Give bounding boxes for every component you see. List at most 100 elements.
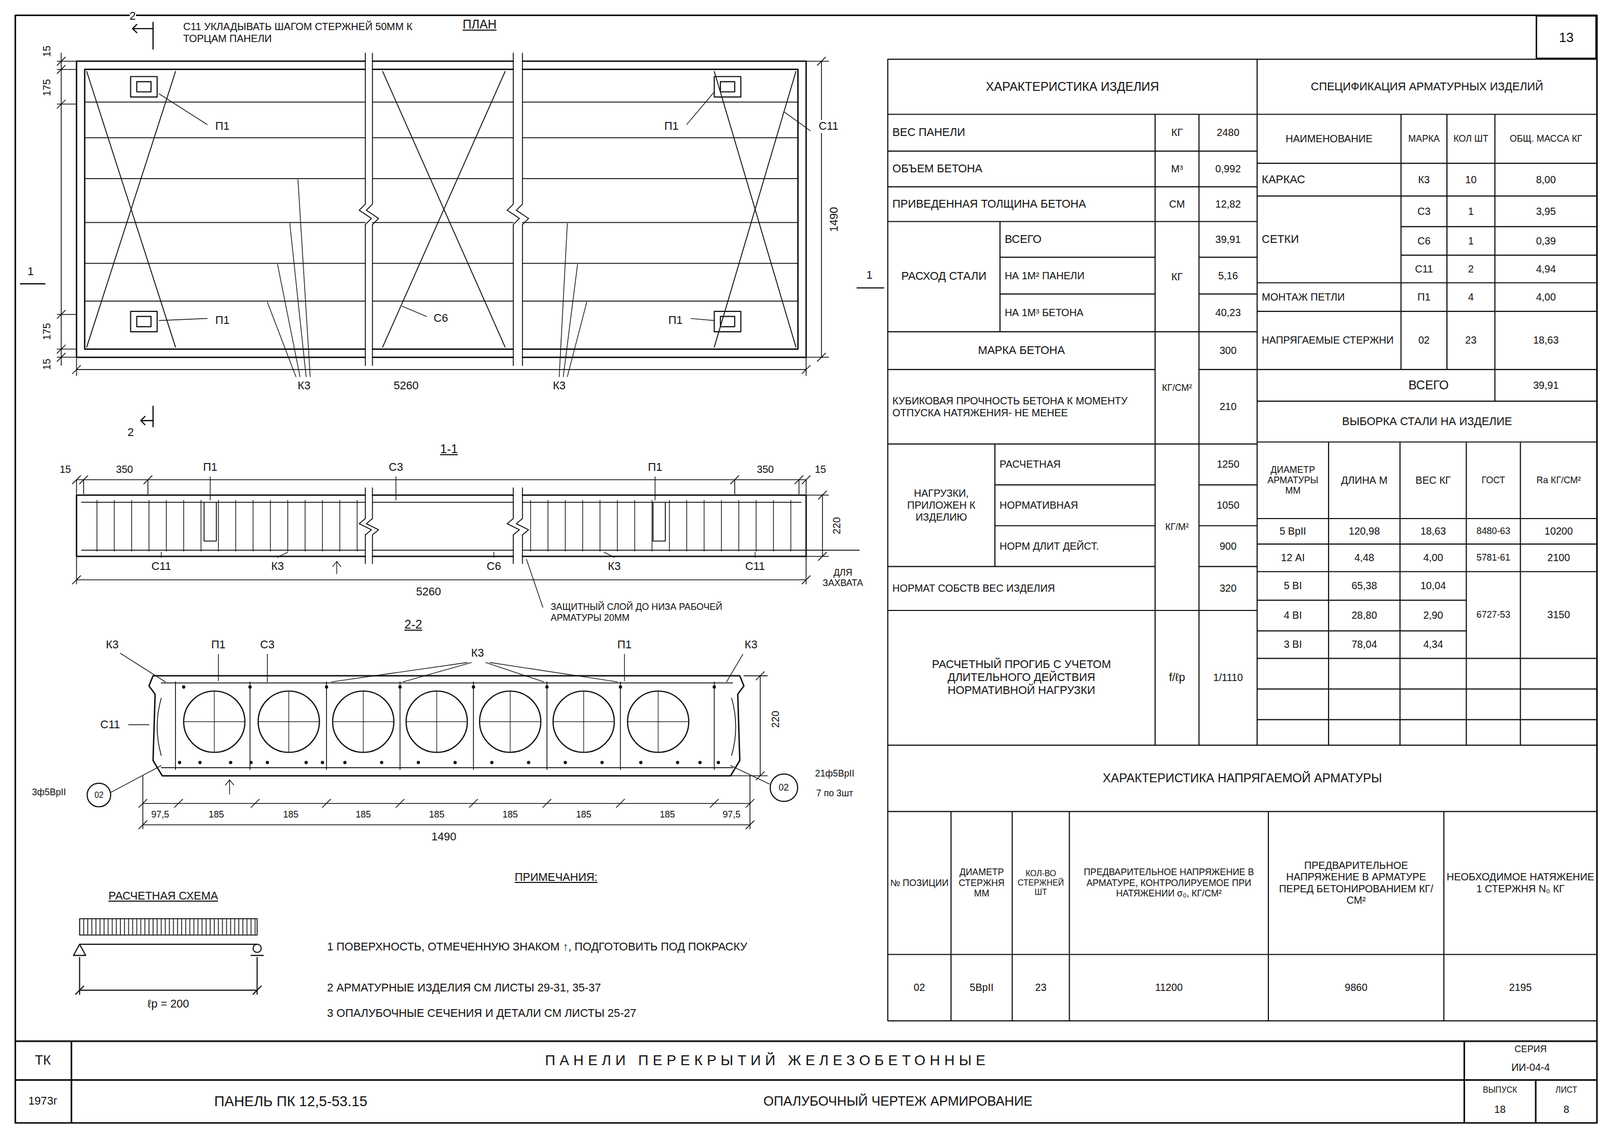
table-cell-text: 3 ВI [1283, 638, 1303, 651]
table-cell-text-box: НА 1М² ПАНЕЛИ [1004, 257, 1154, 293]
table-cell-text: 5 ВI [1283, 579, 1303, 592]
drawing-label-box: С11 [738, 558, 773, 575]
table-cell-text: ХАРАКТЕРИСТИКА ИЗДЕЛИЯ [986, 79, 1160, 94]
table-cell-text-box: 4,00 [1496, 283, 1596, 311]
drawing-label: 220 [830, 516, 843, 535]
title-block-text: 1973г [28, 1094, 58, 1108]
table-cell-text: 18,63 [1420, 525, 1446, 538]
table-cell-text: П1 [1417, 291, 1431, 304]
drawing-label: 185 [283, 809, 299, 820]
table-cell-text-box: ХАРАКТЕРИСТИКА ИЗДЕЛИЯ [895, 65, 1250, 109]
drawing-label-box: 175 [39, 315, 54, 349]
load-scheme [73, 944, 264, 994]
drawing-label: К3 [744, 638, 758, 652]
table-cell-text-box: С11 [1402, 256, 1446, 282]
table-cell-text: 3150 [1547, 608, 1570, 621]
drawing-label-box: 220 [768, 700, 783, 739]
drawing-label-box: 97,5 [715, 807, 748, 822]
section-1-breaks [359, 487, 529, 564]
drawing-label-box: К3 [546, 377, 572, 394]
drawing-label: 185 [659, 809, 676, 820]
table-cell-text: 9860 [1344, 981, 1368, 994]
table-cell-text: ПРЕДВАРИТЕЛЬНОЕ НАПРЯЖЕНИЕ В АРМАТУРЕ ПЕ… [1269, 859, 1443, 907]
drawing-label-box: С11 [93, 716, 128, 733]
table-cell-text-box: КГ [1156, 115, 1198, 150]
table-cell-text-box: 210 [1200, 370, 1256, 444]
table-cell-text-box: 10200 [1522, 519, 1596, 543]
table-cell-text: МАРКА [1408, 133, 1440, 144]
section-marks [20, 22, 884, 427]
drawing-label: 175 [40, 323, 53, 341]
table-cell-text: 2195 [1509, 981, 1533, 994]
table-cell-text: ГОСТ [1481, 474, 1506, 486]
title-block-text-box: СЕРИЯ [1470, 1042, 1591, 1057]
title-block-text-box: ИИ-04-4 [1470, 1059, 1591, 1076]
drawing-label-box: К3 [601, 558, 627, 575]
table-cell-text: 4,00 [1536, 291, 1556, 304]
section-1-stirrups [97, 500, 791, 552]
section-2-frames [175, 681, 715, 770]
drawing-label-box: 1 [863, 267, 875, 284]
table-cell-text-box: 2100 [1522, 544, 1596, 571]
table-cell-text: f/ℓр [1168, 671, 1185, 685]
section-1-leaders [161, 476, 756, 608]
table-cell-text-box: 5ВрII [952, 954, 1011, 1020]
table-cell-text-box: 4,48 [1330, 544, 1399, 571]
table-cell-text: 3,95 [1536, 205, 1556, 218]
drawing-label: С11 [151, 559, 172, 573]
drawing-label-box: 1 [24, 263, 37, 280]
table-cell-text: ПРЕДВАРИТЕЛЬНОЕ НАПРЯЖЕНИЕ В АРМАТУРЕ, К… [1071, 866, 1267, 899]
drawing-label-box: П1 [658, 118, 685, 135]
table-cell-text: С3 [1417, 205, 1431, 218]
drawing-label-box: 15 [39, 39, 54, 63]
title-block-text-box: ПАНЕЛЬ ПК 12,5-53.15 [139, 1084, 443, 1118]
drawing-label-box: К3 [465, 645, 491, 662]
table-cell-text: 5 ВрII [1279, 525, 1306, 538]
table-cell-text: СМ [1169, 198, 1185, 211]
drawing-label-box: 220 [829, 506, 844, 545]
drawing-label: 1490 [431, 830, 457, 844]
title-block-text: ОПАЛУБОЧНЫЙ ЧЕРТЕЖ АРМИРОВАНИЕ [763, 1093, 1033, 1109]
table-cell-text-box: НАИМЕНОВАНИЕ [1258, 115, 1400, 162]
table-cell-text: ВЕС КГ [1415, 474, 1452, 487]
table-cell-text: НОРМ ДЛИТ ДЕЙСТ. [999, 540, 1099, 553]
frame-bars [84, 102, 798, 302]
title-block-text: ИИ-04-4 [1511, 1061, 1550, 1074]
title-block-text-box: 1973г [18, 1086, 67, 1116]
table-cell-text: НА 1М² ПАНЕЛИ [1004, 269, 1085, 282]
table-cell-text-box: НА 1М³ БЕТОНА [1004, 294, 1154, 331]
table-cell-text: 900 [1219, 540, 1237, 553]
drawing-label-box: П1 [662, 312, 689, 329]
drawing-label: П1 [648, 460, 663, 474]
drawing-label-box: 185 [199, 807, 234, 822]
sheet-title-box: ПАНЕЛИ ПЕРЕКРЫТИЙ ЖЕЛЕЗОБЕТОННЫЕ [105, 1043, 1430, 1077]
table-cell-text: НАПРЯГАЕМЫЕ СТЕРЖНИ [1261, 334, 1394, 347]
table-cell-text: НА 1М³ БЕТОНА [1004, 306, 1084, 319]
drawing-label-box: РАСЧЕТНАЯ СХЕМА [75, 886, 252, 906]
drawing-label: ПРИМЕЧАНИЯ: [514, 870, 598, 884]
title-block-text-box: ЛИСТ [1539, 1082, 1594, 1097]
table-cell-text-box: ДЛИНА М [1330, 442, 1399, 517]
table-cell-text: 5781-61 [1476, 552, 1511, 563]
table-cell-text: ДЛИНА М [1341, 474, 1388, 487]
table-cell-text-box: f/ℓр [1156, 611, 1198, 745]
section-1-bars [81, 502, 859, 551]
table-cell-text-box: 11200 [1071, 954, 1267, 1020]
drawing-label-box: 15 [809, 462, 831, 477]
table-cell-text: 12,82 [1215, 198, 1241, 211]
table-cell-text-box: МАРКА БЕТОНА [889, 332, 1154, 369]
drawing-label: П1 [215, 313, 230, 327]
table-cell-text-box: КУБИКОВАЯ ПРОЧНОСТЬ БЕТОНА К МОМЕНТУ ОТП… [892, 370, 1154, 444]
table-cell-text-box: 8,00 [1496, 164, 1596, 196]
table-cell-text-box: 0,992 [1200, 152, 1256, 186]
table-cell-text: С6 [1417, 235, 1431, 248]
drawing-label: 3 ОПАЛУБОЧНЫЕ СЕЧЕНИЯ И ДЕТАЛИ СМ ЛИСТЫ … [326, 1006, 637, 1020]
drawing-label: П1 [211, 638, 226, 652]
table-cell-text: КГ/СМ² [1161, 382, 1193, 393]
table-cell-text: 2,90 [1423, 609, 1443, 622]
drawing-label: 5260 [393, 379, 419, 393]
table-cell-text: ВСЕГО [1004, 233, 1042, 246]
table-cell-text-box: ПРИВЕДЕННАЯ ТОЛЩИНА БЕТОНА [892, 187, 1154, 221]
drawing-label: ЗАЩИТНЫЙ СЛОЙ ДО НИЗА РАБОЧЕЙ АРМАТУРЫ 2… [550, 601, 759, 623]
